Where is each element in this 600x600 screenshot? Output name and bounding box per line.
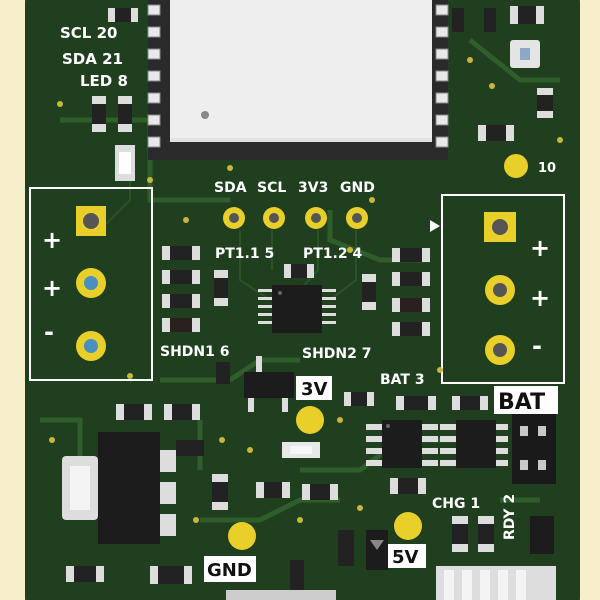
label-bat: BAT [498,390,545,415]
label-shdn2: SHDN2 7 [302,346,372,362]
label-led-8: LED 8 [80,72,128,90]
right-sign-2: + [530,284,550,312]
test-pad-3v [296,406,324,434]
left-terminal-block [29,187,153,381]
label-scl: SCL [257,180,286,196]
soic-ic-right [440,420,508,468]
label-chg-1: CHG 1 [432,496,480,512]
label-bat-3: BAT 3 [380,372,425,388]
smd-parts-chg [390,478,554,554]
sot23-transistor [216,356,294,412]
left-sign-2: + [42,274,62,302]
label-pt12: PT1.2 4 [303,246,362,262]
i2c-header-pads [223,207,368,229]
right-sign-1: + [530,234,550,262]
smd-parts-bat [344,392,488,410]
label-sda: SDA [214,180,247,196]
right-sign-3: - [532,332,542,360]
bat-pin-header [512,414,556,484]
vias [49,57,563,523]
smd-resistor-array-left [162,246,228,332]
label-sda-21: SDA 21 [62,50,123,68]
label-rdy-2: RDY 2 [502,494,518,540]
smd-parts-bottom [66,560,336,600]
usb-connector [436,566,556,600]
label-pin-10: 10 [538,161,556,176]
label-gnd-bottom: GND [207,560,252,581]
right-terminal-block [430,194,565,384]
central-ic [258,264,336,333]
label-bat-bg [494,386,558,414]
left-sign-1: + [42,226,62,254]
smd-resistor-array-right [362,248,430,336]
smd-parts-middle [256,442,388,570]
esp-module [147,0,449,160]
left-sign-3: - [44,318,54,346]
label-pt11: PT1.1 5 [215,246,274,262]
label-3v: 3V [301,379,328,400]
label-shdn1: SHDN1 6 [160,344,230,360]
smd-parts-top-right [452,6,553,141]
label-gnd: GND [340,180,375,196]
label-3v-bg [296,376,332,400]
test-pad-gnd [228,522,256,550]
test-pad-10 [504,154,528,178]
label-3v3: 3V3 [298,180,328,196]
smd-resistors-top [92,8,138,181]
label-gnd-bg [204,556,256,582]
test-pad-5v [394,512,422,540]
soic-ic-left [366,420,438,468]
label-5v-bg [388,544,426,568]
label-5v: 5V [392,547,419,568]
label-scl-20: SCL 20 [60,24,117,42]
voltage-regulator [62,404,228,544]
